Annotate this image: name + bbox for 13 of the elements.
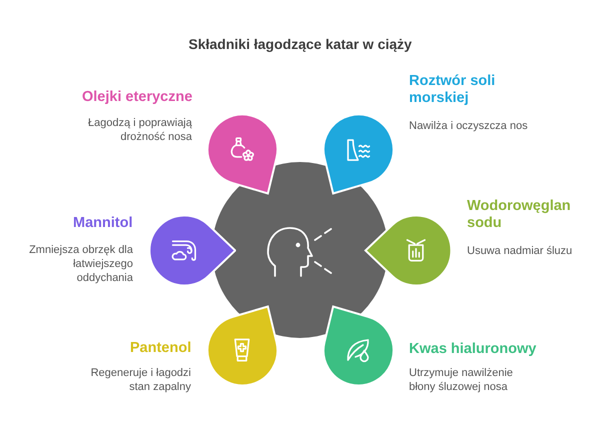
- ingredient-heading: Kwas hialuronowy: [409, 341, 536, 358]
- ingredient-heading: Mannitol: [73, 215, 133, 232]
- diagram-title: Składniki łagodzące katar w ciąży: [188, 36, 412, 53]
- ingredient-description: Usuwa nadmiar śluzu: [467, 244, 572, 258]
- ingredient-heading: Olejki eteryczne: [82, 89, 192, 106]
- ingredient-description: Łagodzą i poprawiają drożność nosa: [87, 116, 192, 144]
- ingredient-description: Utrzymuje nawilżenie błony śluzowej nosa: [409, 366, 514, 394]
- ingredient-description: Nawilża i oczyszcza nos: [409, 119, 528, 133]
- ingredient-heading: Wodorowęglan sodu: [467, 198, 572, 232]
- ingredient-description: Zmniejsza obrzęk dla łatwiejszego oddychania: [28, 243, 133, 285]
- ingredient-description: Regeneruje i łagodzi stan zapalny: [90, 366, 191, 394]
- ingredient-heading: Pantenol: [130, 340, 192, 357]
- ingredient-heading: Roztwór soli morskiej: [409, 73, 496, 107]
